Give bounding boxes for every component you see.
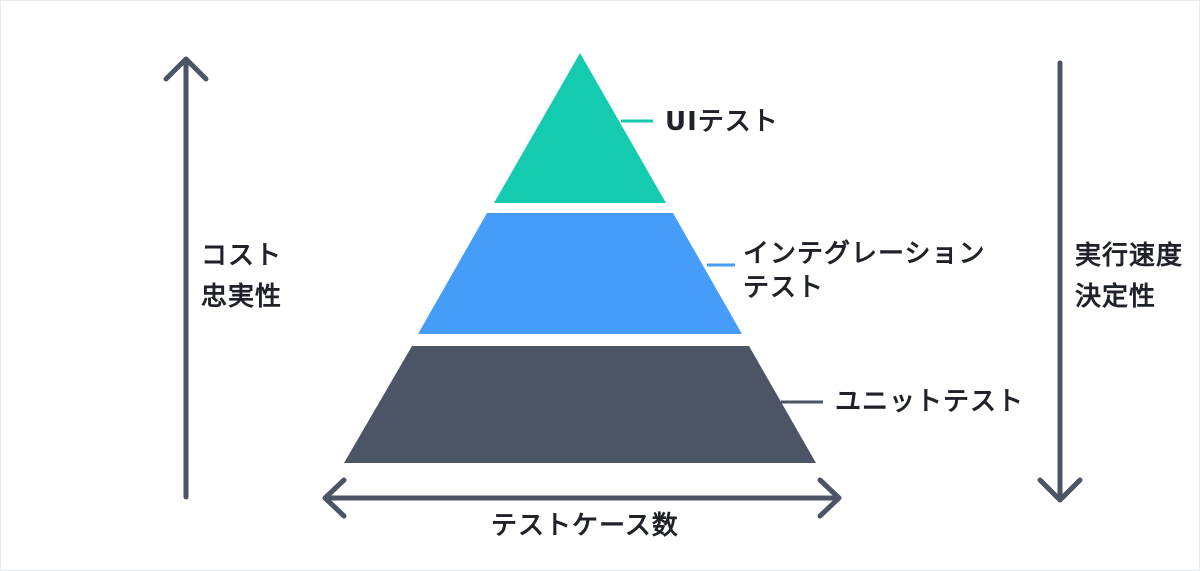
ui-test-layer xyxy=(494,53,666,203)
fidelity-label: 忠実性 xyxy=(201,282,283,312)
execution-speed-label: 実行速度 xyxy=(1075,241,1184,271)
integration-test-label-line2: テスト xyxy=(743,273,825,303)
left-up-arrow xyxy=(163,56,209,500)
test-case-count-label: テストケース数 xyxy=(491,511,679,541)
cost-label: コスト xyxy=(201,241,283,271)
integration-test-layer xyxy=(418,213,742,334)
right-down-arrow xyxy=(1037,60,1083,503)
unit-test-layer xyxy=(344,346,816,463)
bottom-double-arrow xyxy=(322,477,842,519)
determinism-label: 決定性 xyxy=(1075,282,1157,312)
integration-test-label-line1: インテグレーション xyxy=(743,239,986,269)
ui-test-label: UIテスト xyxy=(665,107,779,137)
unit-test-label: ユニットテスト xyxy=(835,387,1025,417)
